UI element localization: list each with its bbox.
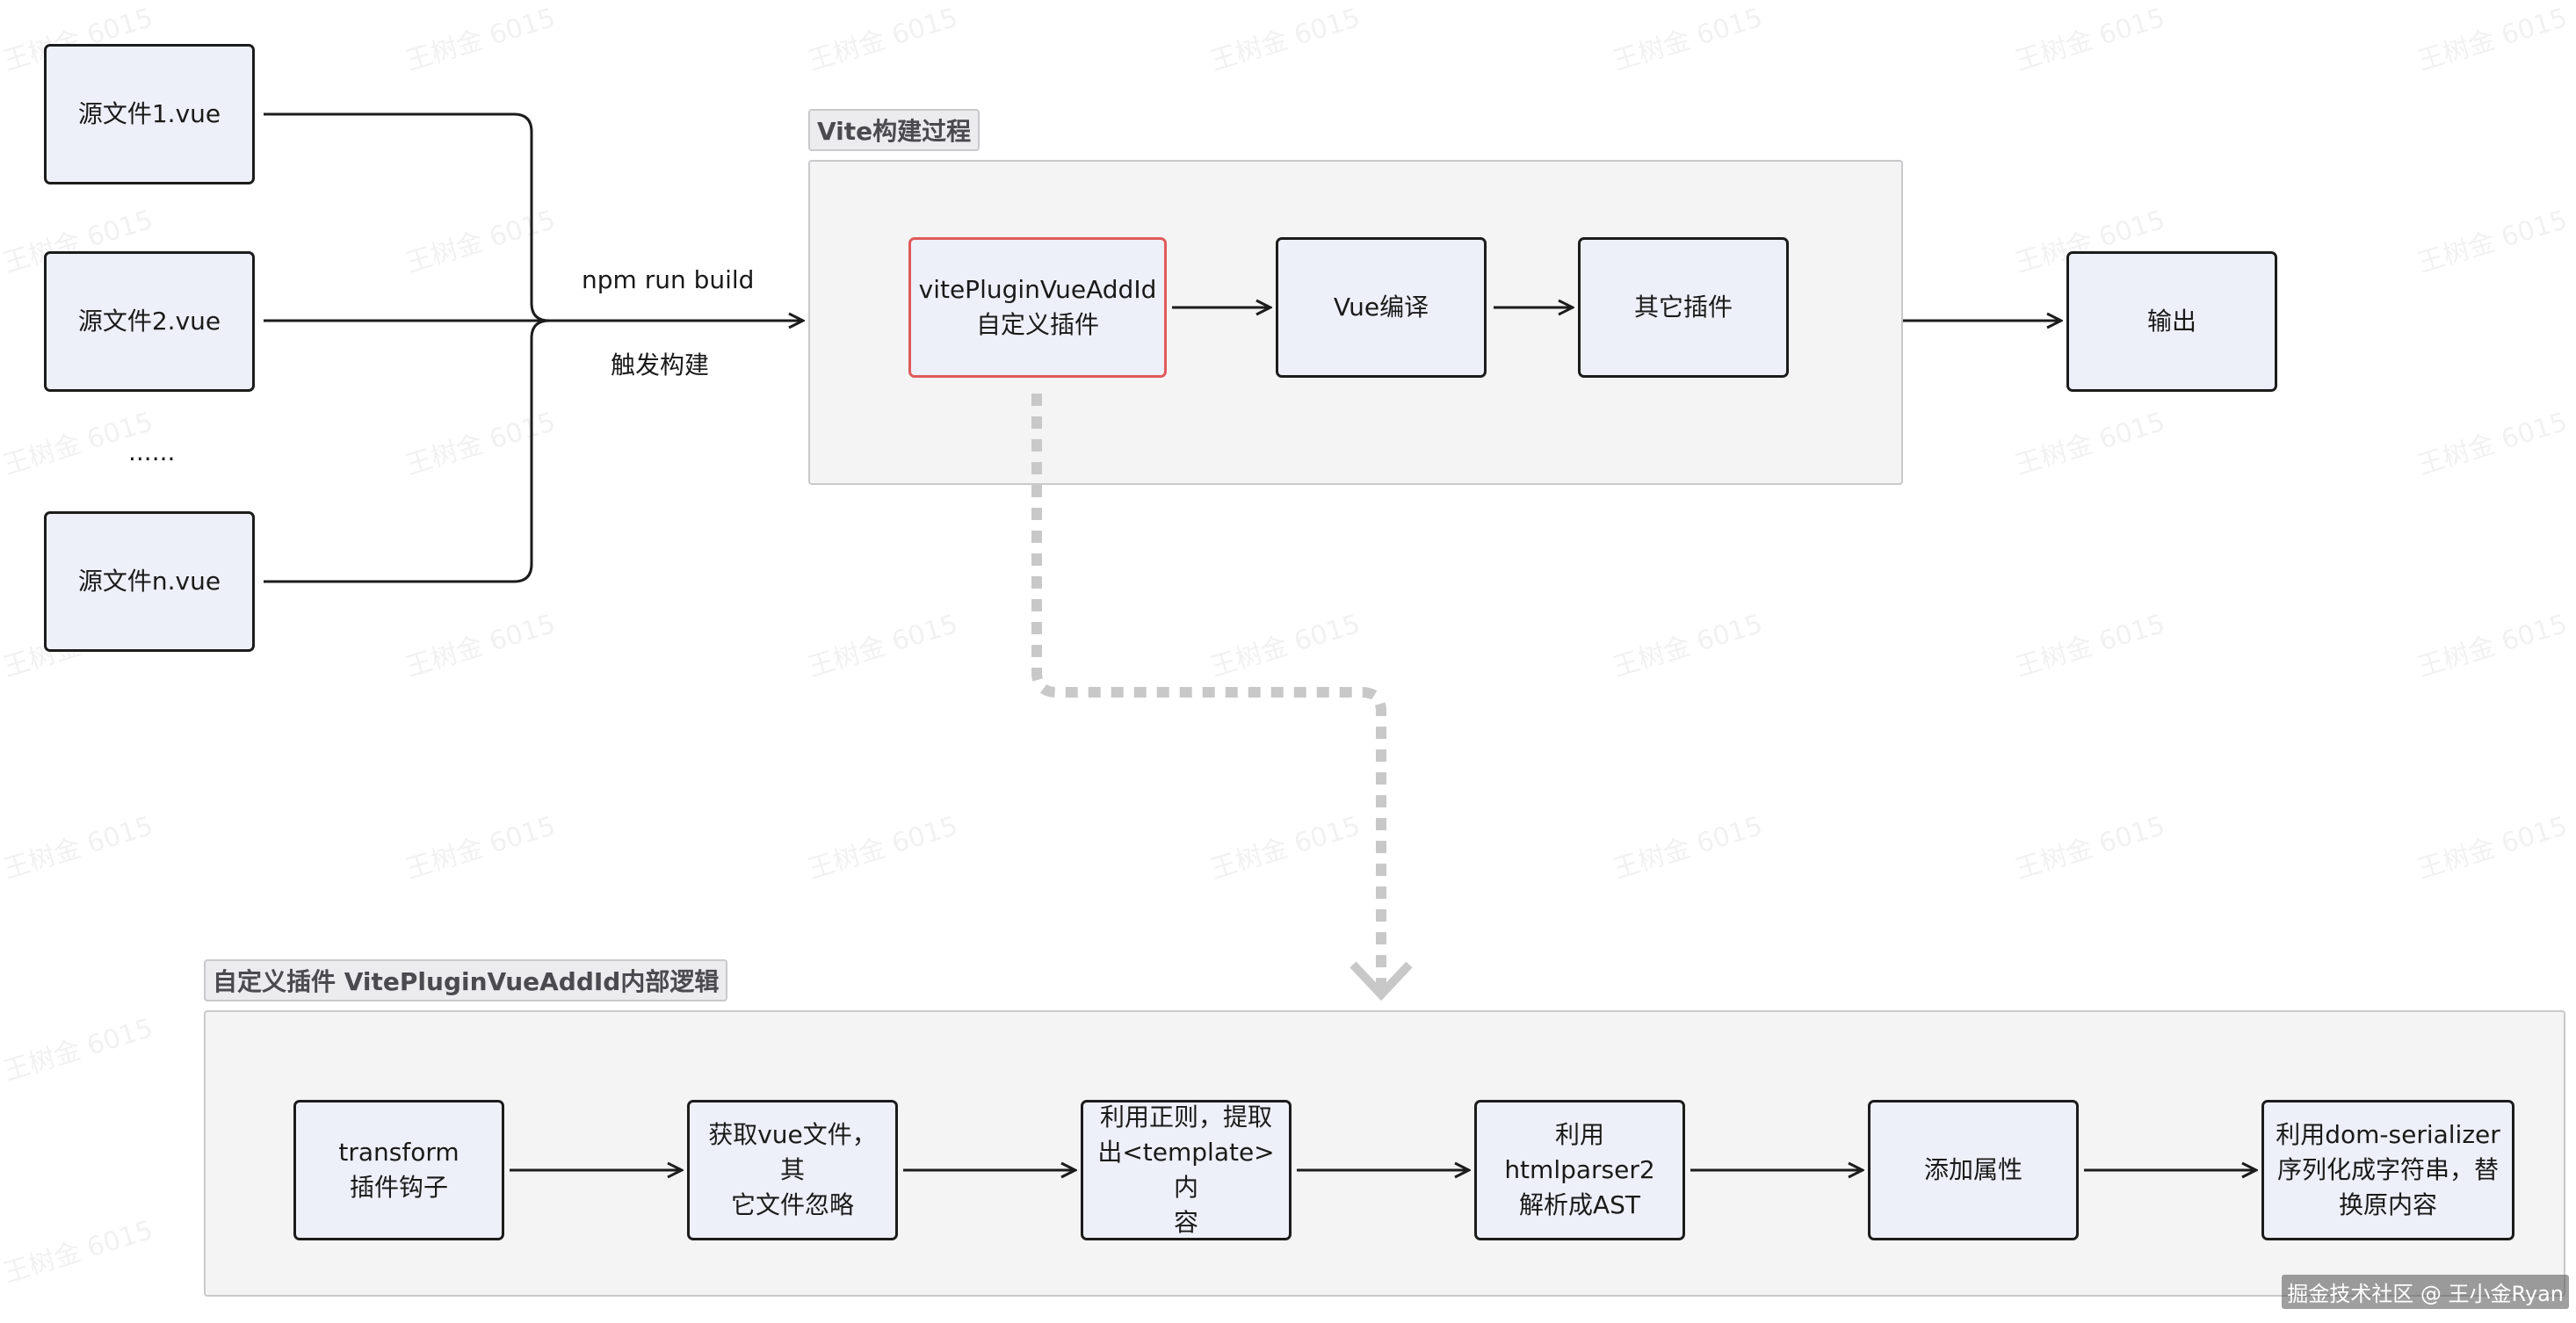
step-extract-template-line-2: 出<template>内 — [1097, 1138, 1275, 1202]
trigger-command-label: npm run build — [582, 265, 755, 294]
step-parse-ast-line-1: 利用htmlparser2 — [1504, 1120, 1655, 1184]
trigger-caption-label: 触发构建 — [611, 351, 710, 380]
source-file-2-label: 源文件2.vue — [77, 307, 221, 336]
step-transform-line-1: transform — [338, 1138, 459, 1167]
edge-file1-merge — [264, 112, 550, 322]
step-extract-template-node[interactable]: 利用正则，提取 出<template>内 容 — [1081, 1100, 1292, 1240]
step-serialize-line-1: 利用dom-serializer — [2276, 1120, 2500, 1149]
vue-compile-node[interactable]: Vue编译 — [1276, 237, 1487, 378]
source-file-2-node[interactable]: 源文件2.vue — [44, 251, 255, 392]
vite-build-group-title: Vite构建过程 — [808, 109, 980, 151]
step-parse-ast-line-2: 解析成AST — [1518, 1190, 1641, 1219]
step-extract-template-line-1: 利用正则，提取 — [1099, 1102, 1272, 1131]
source-file-n-label: 源文件n.vue — [77, 567, 221, 596]
vite-plugin-node[interactable]: vitePluginVueAddId 自定义插件 — [908, 237, 1167, 378]
step-serialize-line-3: 换原内容 — [2338, 1190, 2437, 1219]
output-label: 输出 — [2146, 307, 2196, 336]
vite-plugin-label-2: 自定义插件 — [975, 310, 1099, 339]
other-plugins-node[interactable]: 其它插件 — [1578, 237, 1789, 378]
dashed-arrowhead — [1350, 961, 1413, 1001]
step-get-vue-node[interactable]: 获取vue文件，其 它文件忽略 — [687, 1100, 898, 1240]
step-serialize-line-2: 序列化成字符串，替 — [2276, 1155, 2499, 1184]
other-plugins-label: 其它插件 — [1633, 293, 1733, 322]
step-add-attribute-line-1: 添加属性 — [1923, 1155, 2022, 1184]
step-get-vue-line-2: 它文件忽略 — [730, 1190, 854, 1219]
step-add-attribute-node[interactable]: 添加属性 — [1868, 1100, 2079, 1240]
step-serialize-node[interactable]: 利用dom-serializer 序列化成字符串，替 换原内容 — [2261, 1100, 2514, 1240]
plugin-logic-group — [204, 1010, 2565, 1297]
source-file-1-label: 源文件1.vue — [77, 99, 221, 128]
edge-filen-merge — [264, 319, 550, 583]
step-get-vue-line-1: 获取vue文件，其 — [708, 1120, 877, 1184]
step-parse-ast-node[interactable]: 利用htmlparser2 解析成AST — [1474, 1100, 1685, 1240]
edge-plugin-detail-dashed — [1031, 394, 1386, 991]
vue-compile-label: Vue编译 — [1333, 293, 1429, 322]
step-transform-line-2: 插件钩子 — [349, 1173, 448, 1202]
source-file-1-node[interactable]: 源文件1.vue — [44, 44, 255, 184]
vite-plugin-label-1: vitePluginVueAddId — [918, 275, 1157, 304]
step-extract-template-line-3: 容 — [1173, 1208, 1198, 1237]
step-transform-node[interactable]: transform 插件钩子 — [293, 1100, 504, 1240]
output-node[interactable]: 输出 — [2066, 251, 2277, 392]
plugin-logic-group-title: 自定义插件 VitePluginVueAddId内部逻辑 — [204, 959, 728, 1001]
source-credit: 掘金技术社区 @ 王小金Ryan — [2282, 1275, 2569, 1309]
source-ellipsis: ...... — [128, 437, 176, 466]
source-file-n-node[interactable]: 源文件n.vue — [44, 511, 255, 652]
